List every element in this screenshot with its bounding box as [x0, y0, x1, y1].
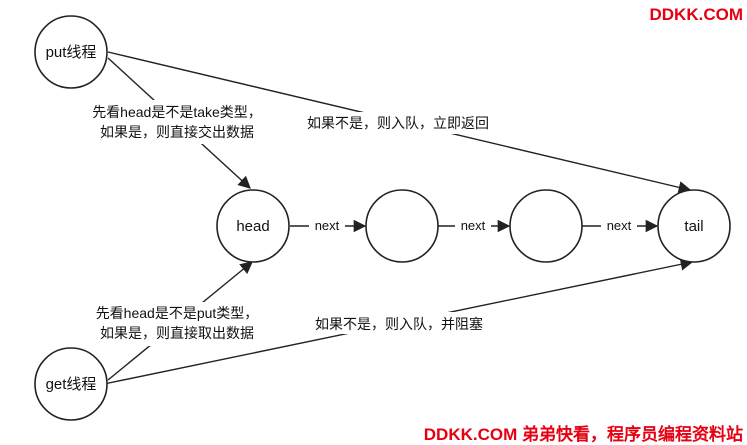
node-middle-1 — [365, 189, 439, 263]
node-put-label: put线程 — [46, 44, 97, 61]
annotation-put-check-line1: 先看head是不是take类型， — [92, 104, 262, 120]
node-tail-label: tail — [684, 218, 703, 235]
node-head-label: head — [236, 218, 269, 235]
annotation-put-enqueue: 如果不是，则入队，立即返回 — [307, 115, 489, 131]
watermark-bottom: DDKK.COM 弟弟快看，程序员编程资料站 — [424, 424, 743, 444]
node-head — [216, 189, 290, 263]
node-put-thread — [34, 15, 108, 89]
annotation-put-check-line2: 如果是，则直接交出数据 — [100, 124, 254, 140]
node-get-thread — [34, 347, 108, 421]
node-middle-2 — [509, 189, 583, 263]
edge-label-next-2: next — [461, 218, 486, 233]
watermark-top: DDKK.COM — [650, 5, 744, 24]
annotation-get-enqueue: 如果不是，则入队，并阻塞 — [315, 316, 483, 332]
edge-label-next-1: next — [315, 218, 340, 233]
edge-label-next-3: next — [607, 218, 632, 233]
annotation-get-check-line2: 如果是，则直接取出数据 — [100, 325, 254, 341]
node-tail — [657, 189, 731, 263]
node-get-label: get线程 — [46, 376, 97, 393]
annotation-get-check-line1: 先看head是不是put类型， — [96, 305, 259, 321]
